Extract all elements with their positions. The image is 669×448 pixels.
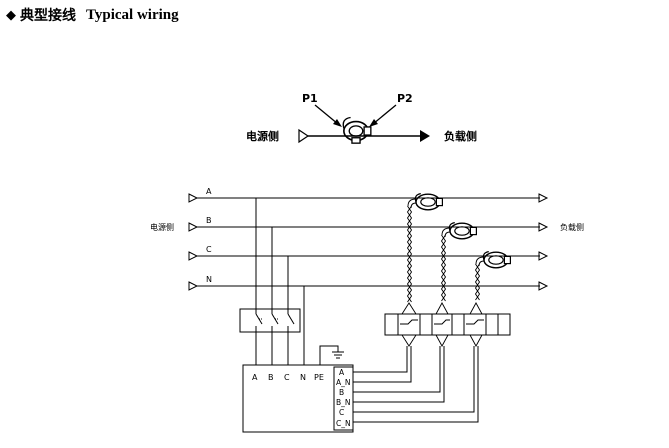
meter-terminal-pe: PE <box>314 373 324 382</box>
ct-terminal-b-n: B_N <box>336 398 351 407</box>
twisted-wire <box>440 234 447 302</box>
p2-arrow <box>372 104 397 125</box>
diamond-bullet-icon: ◆ <box>6 7 16 23</box>
twisted-pairs <box>406 205 481 303</box>
twisted-wire <box>474 263 481 301</box>
meter-terminal-c: C <box>284 373 290 382</box>
heading-title-en: Typical wiring <box>86 6 179 23</box>
ct-terminal-b: B <box>339 388 344 397</box>
section-heading: ◆ 典型接线 Typical wiring <box>6 4 179 26</box>
p1-label: P1 <box>302 92 318 105</box>
heading-title-cn: 典型接线 <box>20 8 76 24</box>
meter-voltage-wires <box>255 332 289 365</box>
line-label-a: A <box>206 187 212 196</box>
ground-icon <box>319 345 344 365</box>
ct-terminal-c: C <box>339 408 344 417</box>
top-illustration: P1 P2 电源侧 负载侧 <box>246 92 477 144</box>
twisted-wire <box>474 263 481 301</box>
p2-label: P2 <box>397 92 413 105</box>
ct-a-icon <box>414 192 444 211</box>
meter-device: A B C N PE A A_N B B_N C C_N <box>242 364 354 433</box>
circuit-load-label: 负载侧 <box>560 222 584 232</box>
line-label-n: N <box>206 275 212 284</box>
current-transformer-icon <box>342 116 372 144</box>
ct-terminal-strip <box>384 313 511 336</box>
bus-lines <box>196 197 540 287</box>
breaker-switch-icon <box>239 308 301 333</box>
ct-terminal-a-n: A_N <box>336 378 351 387</box>
p1-arrow <box>314 104 339 125</box>
twisted-wire <box>406 205 413 303</box>
line-label-b: B <box>206 216 212 225</box>
load-arrows <box>538 193 549 291</box>
ct-terminal-c-n: C_N <box>336 419 351 428</box>
ct-terminal-a: A <box>339 368 345 377</box>
source-arrows <box>188 193 199 291</box>
ct-wire-junctions <box>401 302 483 347</box>
meter-terminal-b: B <box>268 373 274 382</box>
top-load-label: 负载侧 <box>444 129 477 143</box>
ct-b-icon <box>448 221 478 240</box>
circuit-source-label: 电源侧 <box>150 222 174 232</box>
voltage-taps <box>255 198 305 365</box>
meter-terminal-n: N <box>300 373 306 382</box>
line-label-c: C <box>206 245 212 254</box>
ct-terminal-block <box>333 366 354 431</box>
meter-terminal-a: A <box>252 373 258 382</box>
twisted-wire <box>406 205 413 303</box>
ct-meter-wires <box>353 346 479 423</box>
top-source-label: 电源侧 <box>246 129 279 143</box>
ct-c-icon <box>482 250 512 269</box>
